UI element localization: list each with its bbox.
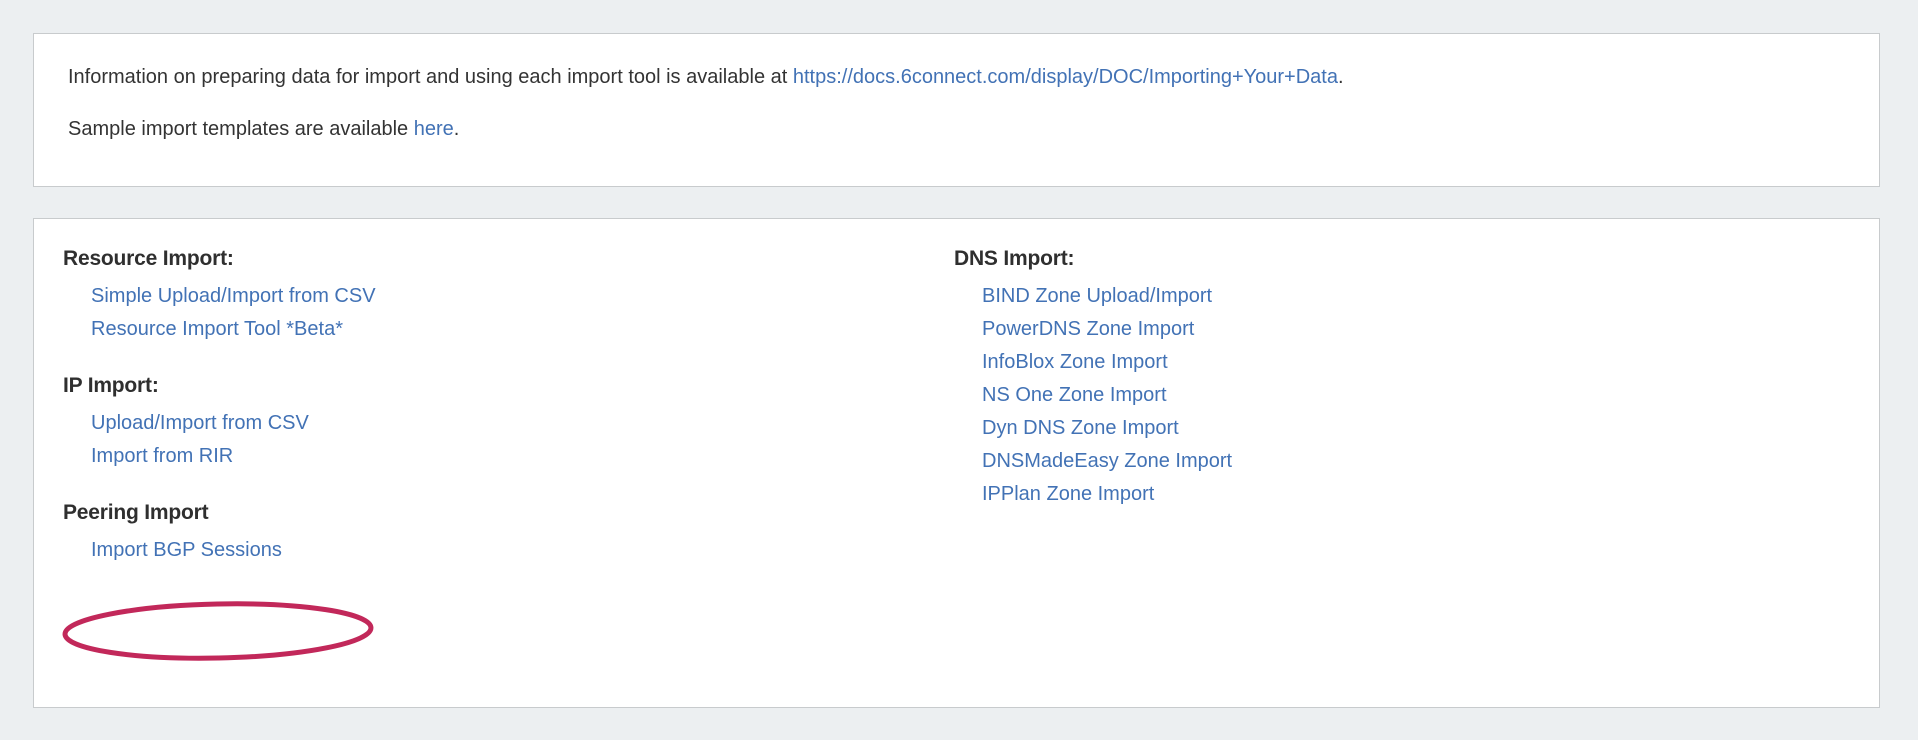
link-powerdns-zone-import[interactable]: PowerDNS Zone Import — [982, 318, 1195, 340]
list-item: Import BGP Sessions — [91, 534, 924, 567]
info-paragraph-templates: Sample import templates are available he… — [68, 116, 1845, 142]
group-links-ip-import: Upload/Import from CSV Import from RIR — [63, 407, 924, 473]
annotation-ellipse-icon — [62, 601, 374, 661]
info-panel: Information on preparing data for import… — [33, 33, 1880, 187]
list-item: Simple Upload/Import from CSV — [91, 280, 924, 313]
link-simple-upload-import-from-csv[interactable]: Simple Upload/Import from CSV — [91, 285, 376, 307]
list-item: PowerDNS Zone Import — [982, 313, 1814, 346]
info-paragraph-docs-prefix: Information on preparing data for import… — [68, 66, 793, 88]
link-upload-import-from-csv[interactable]: Upload/Import from CSV — [91, 412, 309, 434]
right-column: DNS Import: BIND Zone Upload/Import Powe… — [924, 245, 1814, 511]
link-import-bgp-sessions[interactable]: Import BGP Sessions — [91, 539, 282, 561]
group-title-ip-import: IP Import: — [63, 374, 159, 397]
list-item: Dyn DNS Zone Import — [982, 412, 1814, 445]
group-title-dns-import: DNS Import: — [954, 247, 1075, 270]
link-infoblox-zone-import[interactable]: InfoBlox Zone Import — [982, 351, 1168, 373]
link-resource-import-tool-beta[interactable]: Resource Import Tool *Beta* — [91, 318, 343, 340]
list-item: BIND Zone Upload/Import — [982, 280, 1814, 313]
group-ip-import: IP Import: Upload/Import from CSV Import… — [63, 372, 924, 473]
link-ipplan-zone-import[interactable]: IPPlan Zone Import — [982, 483, 1155, 505]
group-links-dns-import: BIND Zone Upload/Import PowerDNS Zone Im… — [954, 280, 1814, 511]
list-item: Resource Import Tool *Beta* — [91, 313, 924, 346]
import-tools-columns: Resource Import: Simple Upload/Import fr… — [34, 219, 1879, 567]
info-paragraph-templates-suffix: . — [453, 118, 460, 140]
sample-templates-here-link[interactable]: here — [413, 118, 454, 140]
docs-url-link[interactable]: https://docs.6connect.com/display/DOC/Im… — [792, 66, 1338, 88]
group-dns-import: DNS Import: BIND Zone Upload/Import Powe… — [954, 245, 1814, 511]
list-item: NS One Zone Import — [982, 379, 1814, 412]
list-item: Import from RIR — [91, 440, 924, 473]
import-tools-panel: Resource Import: Simple Upload/Import fr… — [33, 218, 1880, 708]
info-paragraph-templates-prefix: Sample import templates are available — [68, 118, 414, 140]
list-item: Upload/Import from CSV — [91, 407, 924, 440]
group-title-peering-import: Peering Import — [63, 501, 209, 524]
link-dyn-dns-zone-import[interactable]: Dyn DNS Zone Import — [982, 417, 1179, 439]
link-import-from-rir[interactable]: Import from RIR — [91, 445, 234, 467]
list-item: IPPlan Zone Import — [982, 478, 1814, 511]
group-links-resource-import: Simple Upload/Import from CSV Resource I… — [63, 280, 924, 346]
group-links-peering-import: Import BGP Sessions — [63, 534, 924, 567]
group-resource-import: Resource Import: Simple Upload/Import fr… — [63, 245, 924, 346]
link-dnsmadeeasy-zone-import[interactable]: DNSMadeEasy Zone Import — [982, 450, 1233, 472]
group-title-resource-import: Resource Import: — [63, 247, 234, 270]
left-column: Resource Import: Simple Upload/Import fr… — [34, 245, 924, 567]
link-ns-one-zone-import[interactable]: NS One Zone Import — [982, 384, 1167, 406]
list-item: InfoBlox Zone Import — [982, 346, 1814, 379]
info-paragraph-docs: Information on preparing data for import… — [68, 64, 1845, 90]
list-item: DNSMadeEasy Zone Import — [982, 445, 1814, 478]
info-paragraph-docs-suffix: . — [1337, 66, 1344, 88]
link-bind-zone-upload-import[interactable]: BIND Zone Upload/Import — [982, 285, 1213, 307]
group-peering-import: Peering Import Import BGP Sessions — [63, 499, 924, 567]
